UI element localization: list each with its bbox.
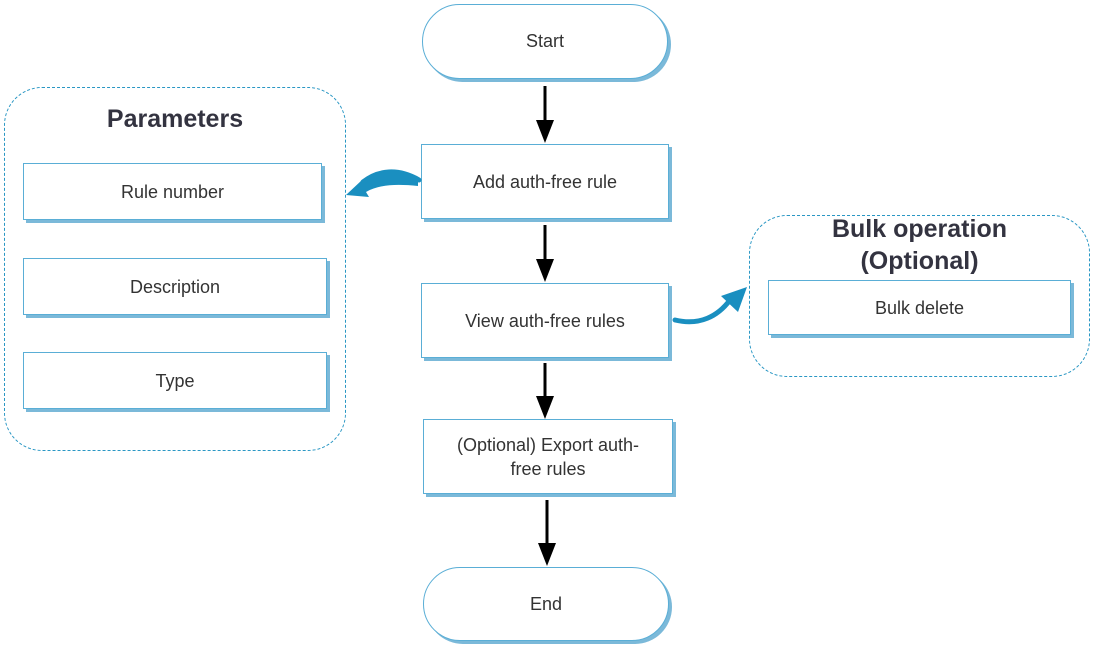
export-rules-step: (Optional) Export auth- free rules — [423, 419, 673, 494]
curved-arrow-to-parameters — [346, 169, 422, 197]
flow-arrow-add-to-view — [536, 225, 554, 282]
param-rule-number: Rule number — [23, 163, 322, 220]
flow-arrow-view-to-export — [536, 363, 554, 419]
param-type-label: Type — [155, 370, 195, 391]
view-rules-label: View auth-free rules — [465, 310, 625, 331]
add-rule-label: Add auth-free rule — [472, 171, 618, 192]
end-terminal: End — [423, 567, 669, 641]
start-terminal: Start — [422, 4, 668, 79]
bulk-title-line1: Bulk operation — [831, 215, 1007, 243]
add-rule-step: Add auth-free rule — [421, 144, 669, 219]
export-label-line2: free rules — [510, 458, 586, 479]
bulk-title-line2: (Optional) — [860, 247, 979, 275]
start-label: Start — [525, 31, 564, 51]
flow-arrow-export-to-end — [538, 500, 556, 566]
end-label: End — [529, 593, 563, 614]
view-rules-step: View auth-free rules — [421, 283, 669, 358]
flow-arrow-start-to-add — [536, 86, 554, 143]
bulk-delete-item: Bulk delete — [768, 280, 1071, 335]
bulk-delete-label: Bulk delete — [874, 297, 965, 318]
param-description: Description — [23, 258, 327, 315]
param-type: Type — [23, 352, 327, 409]
bulk-operation-group — [749, 215, 1090, 377]
parameters-title: Parameters — [106, 105, 244, 133]
parameters-group — [4, 87, 346, 451]
export-label-line1: (Optional) Export auth- — [456, 434, 640, 455]
bulk-operation-title: Bulk operation (Optional) — [749, 213, 1090, 277]
curved-arrow-to-bulk — [672, 287, 747, 325]
param-rule-number-label: Rule number — [120, 181, 225, 202]
param-description-label: Description — [129, 276, 221, 297]
